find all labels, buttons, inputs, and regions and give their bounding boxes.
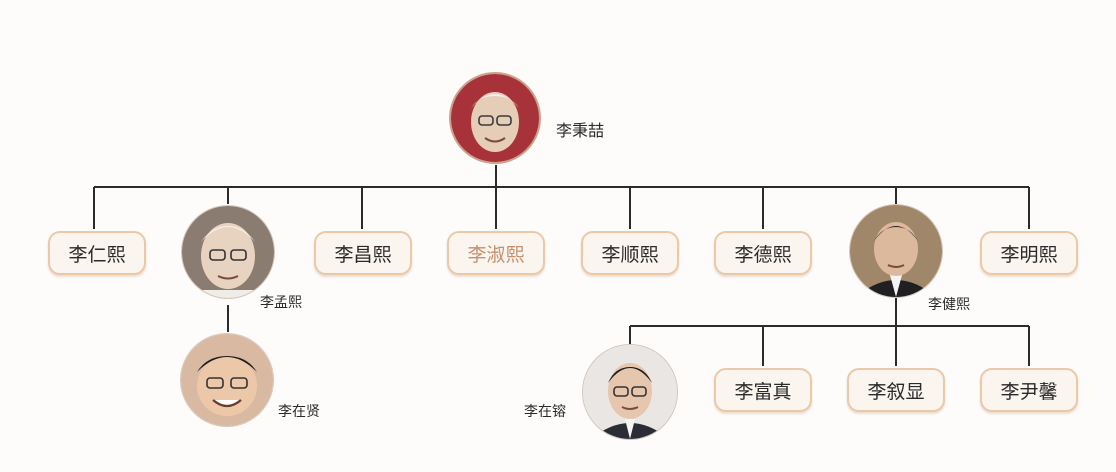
grandchild-portrait-meng-1 [180, 333, 274, 427]
grandchild-pill-kun-3: 李叙显 [847, 368, 945, 412]
grandchild-name-kun-1: 李在镕 [524, 404, 566, 420]
child-pill-8: 李明熙 [980, 231, 1078, 275]
smiling-man-glasses-portrait-icon [181, 334, 273, 426]
root-name: 李秉喆 [556, 121, 605, 140]
child-pill-6: 李德熙 [714, 231, 812, 275]
grandchild-pill-kun-4: 李尹馨 [980, 368, 1078, 412]
child-name-2: 李孟熙 [260, 295, 302, 311]
child-pill-1: 李仁熙 [48, 231, 146, 275]
child-portrait-7 [849, 204, 943, 298]
man-in-suit-portrait-icon [850, 205, 942, 297]
young-man-glasses-portrait-icon [583, 345, 677, 439]
child-pill-4: 李淑熙 [447, 231, 545, 275]
grandchild-portrait-kun-1 [582, 344, 678, 440]
child-pill-3: 李昌熙 [314, 231, 412, 275]
grandchild-name-meng-1: 李在贤 [278, 404, 320, 420]
child-pill-5: 李顺熙 [581, 231, 679, 275]
grandchild-pill-kun-2: 李富真 [714, 368, 812, 412]
child-portrait-2 [181, 205, 275, 299]
root-portrait [449, 72, 541, 164]
elderly-man-glasses-portrait-icon [182, 206, 274, 298]
child-name-7: 李健熙 [928, 297, 970, 313]
elderly-man-portrait-icon [451, 74, 539, 162]
